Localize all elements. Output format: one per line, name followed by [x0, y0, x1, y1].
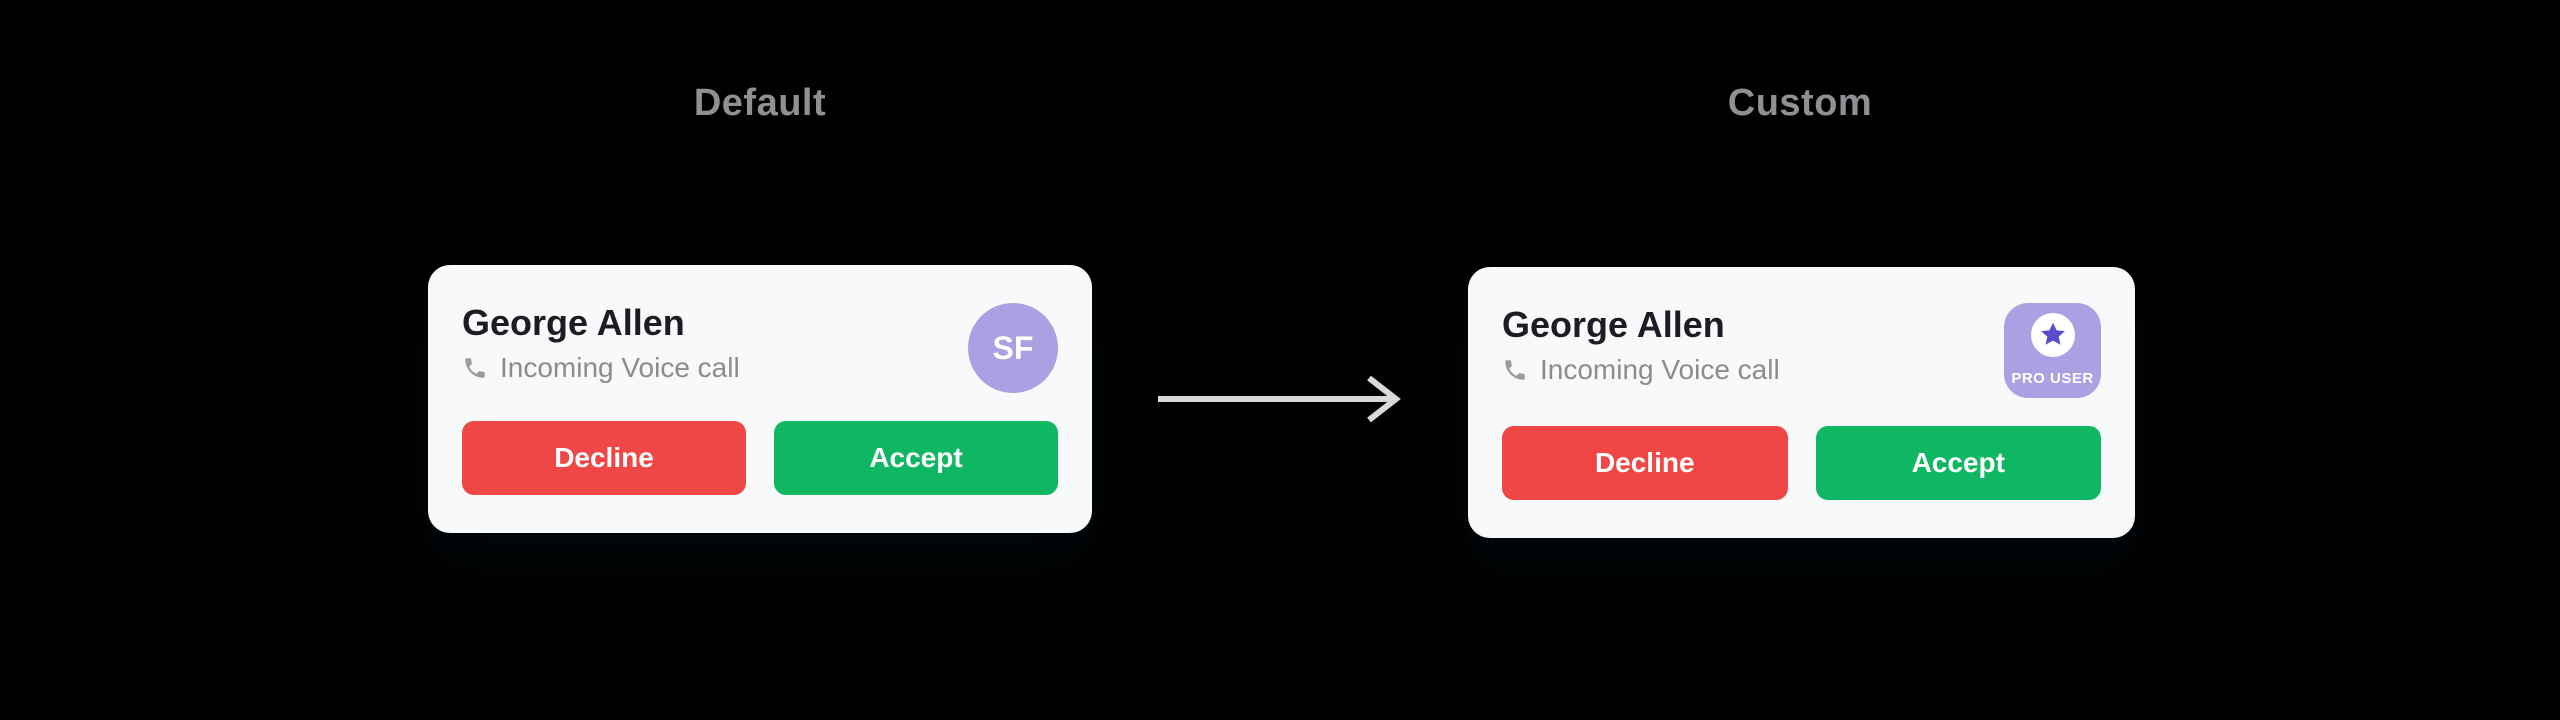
- caller-info: George Allen Incoming Voice call: [462, 301, 740, 385]
- accept-button[interactable]: Accept: [1815, 426, 2101, 500]
- arrow-right-icon: [1156, 374, 1406, 424]
- card-header: George Allen Incoming Voice call SF: [462, 301, 1058, 393]
- caller-name: George Allen: [1502, 304, 1725, 345]
- decline-button[interactable]: Decline: [1502, 426, 1788, 500]
- section-title-default: Default: [693, 82, 827, 124]
- caller-info: George Allen Incoming Voice call: [1502, 303, 1780, 387]
- call-type-label: Incoming Voice call: [1540, 354, 1780, 385]
- avatar: SF: [968, 303, 1058, 393]
- pro-user-label: PRO USER: [2011, 370, 2094, 387]
- call-type-row: Incoming Voice call: [1502, 353, 1780, 387]
- star-icon: [2030, 313, 2075, 357]
- call-notification-card-default: George Allen Incoming Voice call SF Decl…: [428, 265, 1092, 533]
- call-actions: Decline Accept: [1502, 426, 2101, 500]
- section-title-custom: Custom: [1727, 82, 1873, 124]
- call-notification-card-custom: George Allen Incoming Voice call P: [1468, 267, 2135, 538]
- call-actions: Decline Accept: [462, 421, 1058, 495]
- phone-icon: [1502, 357, 1528, 383]
- card-header: George Allen Incoming Voice call P: [1502, 303, 2101, 398]
- caller-name: George Allen: [462, 302, 685, 343]
- decline-button[interactable]: Decline: [462, 421, 746, 495]
- accept-button[interactable]: Accept: [774, 421, 1058, 495]
- call-type-row: Incoming Voice call: [462, 351, 740, 385]
- phone-icon: [462, 355, 488, 381]
- pro-user-badge: PRO USER: [2004, 303, 2101, 398]
- call-type-label: Incoming Voice call: [500, 352, 740, 383]
